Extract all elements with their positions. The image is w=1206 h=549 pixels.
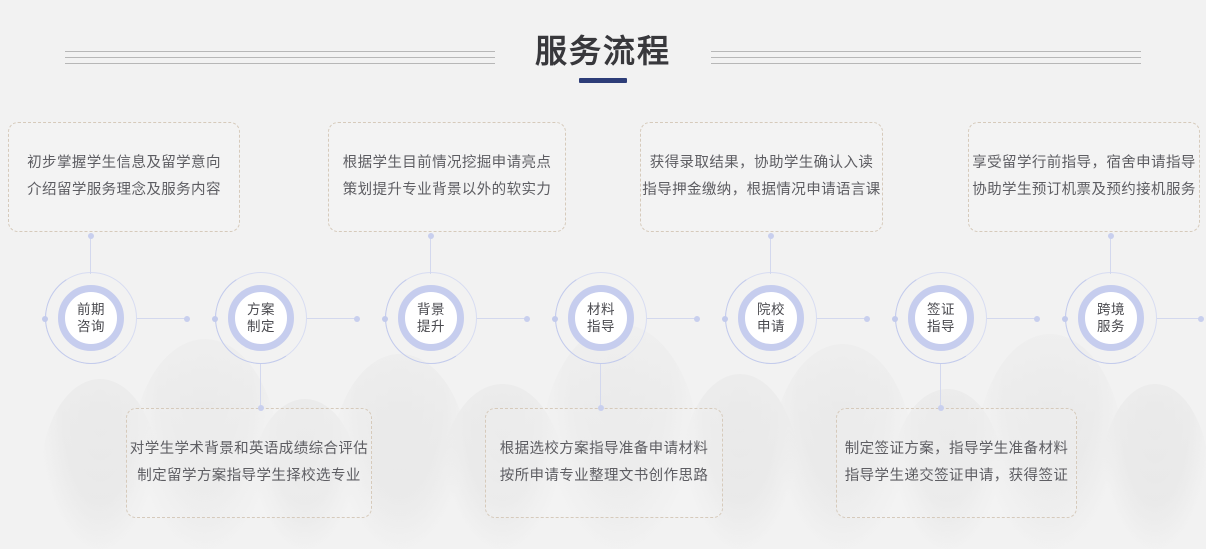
- connector-dot: [937, 405, 944, 411]
- step-arc-dot: [212, 316, 218, 322]
- connector-dot: [524, 315, 530, 322]
- step-node-3[interactable]: 背景 提升: [376, 263, 486, 373]
- info-box-top-4: 享受留学行前指导，宿舍申请指导 协助学生预订机票及预约接机服务: [968, 122, 1200, 232]
- info-line: 指导学生递交签证申请，获得签证: [844, 468, 1069, 484]
- step-label-line2: 服务: [1097, 319, 1125, 334]
- connector-dot: [597, 405, 604, 411]
- connector-step7-to-top-box: [1107, 233, 1114, 274]
- info-line: 对学生学术背景和英语成绩综合评估: [129, 441, 369, 457]
- step-node-7[interactable]: 跨境 服务: [1056, 263, 1166, 373]
- info-line: 制定留学方案指导学生择校选专业: [137, 468, 361, 484]
- info-box-top-2: 根据学生目前情况挖掘申请亮点 策划提升专业背景以外的软实力: [328, 122, 566, 232]
- step-label-line1: 背景: [417, 302, 445, 317]
- info-line: 初步掌握学生信息及留学意向: [27, 155, 221, 171]
- step-arc-dot: [382, 316, 388, 322]
- step-ring-inner: 方案 制定: [228, 285, 294, 351]
- connector-dot: [1034, 315, 1040, 322]
- info-line: 根据学生目前情况挖掘申请亮点: [342, 155, 552, 171]
- connector-step5-step6: [817, 315, 870, 322]
- connector-dot: [427, 233, 434, 239]
- connector-dot: [87, 233, 94, 239]
- step-label-line1: 签证: [927, 302, 955, 317]
- step-ring-inner: 跨境 服务: [1078, 285, 1144, 351]
- info-box-top-1: 初步掌握学生信息及留学意向 介绍留学服务理念及服务内容: [8, 122, 240, 232]
- step-label-line2: 指导: [587, 319, 615, 334]
- info-box-bottom-3: 制定签证方案，指导学生准备材料 指导学生递交签证申请，获得签证: [836, 408, 1077, 518]
- info-box-top-3: 获得录取结果，协助学生确认入读 指导押金缴纳，根据情况申请语言课: [640, 122, 883, 232]
- step-arc-dot: [42, 316, 48, 322]
- step-ring-inner: 材料 指导: [568, 285, 634, 351]
- connector-step4-step5: [647, 315, 700, 322]
- step-label-line2: 咨询: [77, 319, 105, 334]
- title-underline: [578, 77, 627, 83]
- step-label-line2: 申请: [757, 319, 785, 334]
- info-line: 介绍留学服务理念及服务内容: [27, 182, 221, 198]
- connector-dot: [864, 315, 870, 322]
- step-arc-dot: [1062, 316, 1068, 322]
- step-label-line2: 制定: [247, 319, 275, 334]
- connector-dot: [257, 405, 264, 411]
- step-label-line1: 院校: [757, 302, 785, 317]
- step-ring-inner: 前期 咨询: [58, 285, 124, 351]
- step-label-line2: 指导: [927, 319, 955, 334]
- info-box-bottom-1: 对学生学术背景和英语成绩综合评估 制定留学方案指导学生择校选专业: [126, 408, 372, 518]
- step-node-1[interactable]: 前期 咨询: [36, 263, 146, 373]
- connector-step4-to-bottom-box: [597, 364, 604, 411]
- step-ring-inner: 背景 提升: [398, 285, 464, 351]
- connector-step1-to-top-box: [87, 233, 94, 274]
- step-label-line2: 提升: [417, 319, 445, 334]
- info-line: 协助学生预订机票及预约接机服务: [972, 182, 1196, 198]
- connector-step2-step3: [307, 315, 360, 322]
- info-line: 制定签证方案，指导学生准备材料: [844, 441, 1069, 457]
- connector-dot: [767, 233, 774, 239]
- info-line: 享受留学行前指导，宿舍申请指导: [972, 155, 1196, 171]
- step-arc-dot: [552, 316, 558, 322]
- step-node-5[interactable]: 院校 申请: [716, 263, 826, 373]
- connector-step6-to-bottom-box: [937, 364, 944, 411]
- info-line: 策划提升专业背景以外的软实力: [342, 182, 552, 198]
- decorative-lines-left: [64, 50, 495, 64]
- connector-step7-end: [1157, 315, 1204, 322]
- connector-dot: [354, 315, 360, 322]
- step-ring-inner: 院校 申请: [738, 285, 804, 351]
- connector-dot: [1198, 315, 1204, 322]
- step-arc-dot: [892, 316, 898, 322]
- connector-step1-step2: [137, 315, 190, 322]
- info-box-bottom-2: 根据选校方案指导准备申请材料 按所申请专业整理文书创作思路: [485, 408, 723, 518]
- connector-step3-step4: [477, 315, 530, 322]
- step-node-6[interactable]: 签证 指导: [886, 263, 996, 373]
- title-wrapper: 服务流程: [535, 32, 671, 83]
- info-line: 根据选校方案指导准备申请材料: [499, 441, 709, 457]
- connector-step6-step7: [987, 315, 1040, 322]
- step-ring-inner: 签证 指导: [908, 285, 974, 351]
- step-label-line1: 前期: [77, 302, 105, 317]
- page-header: 服务流程: [0, 26, 1206, 88]
- connector-dot: [1107, 233, 1114, 239]
- connector-step3-to-top-box: [427, 233, 434, 274]
- info-line: 指导押金缴纳，根据情况申请语言课: [642, 182, 881, 198]
- connector-dot: [184, 315, 190, 322]
- connector-dot: [694, 315, 700, 322]
- info-line: 获得录取结果，协助学生确认入读: [649, 155, 874, 171]
- step-label-line1: 方案: [247, 302, 275, 317]
- step-node-2[interactable]: 方案 制定: [206, 263, 316, 373]
- step-arc-dot: [722, 316, 728, 322]
- step-label-line1: 材料: [587, 302, 615, 317]
- info-line: 按所申请专业整理文书创作思路: [499, 468, 709, 484]
- step-label-line1: 跨境: [1097, 302, 1125, 317]
- connector-step5-to-top-box: [767, 233, 774, 274]
- decorative-lines-right: [711, 50, 1141, 64]
- page-title: 服务流程: [534, 32, 671, 69]
- step-node-4[interactable]: 材料 指导: [546, 263, 656, 373]
- connector-step2-to-bottom-box: [257, 364, 264, 411]
